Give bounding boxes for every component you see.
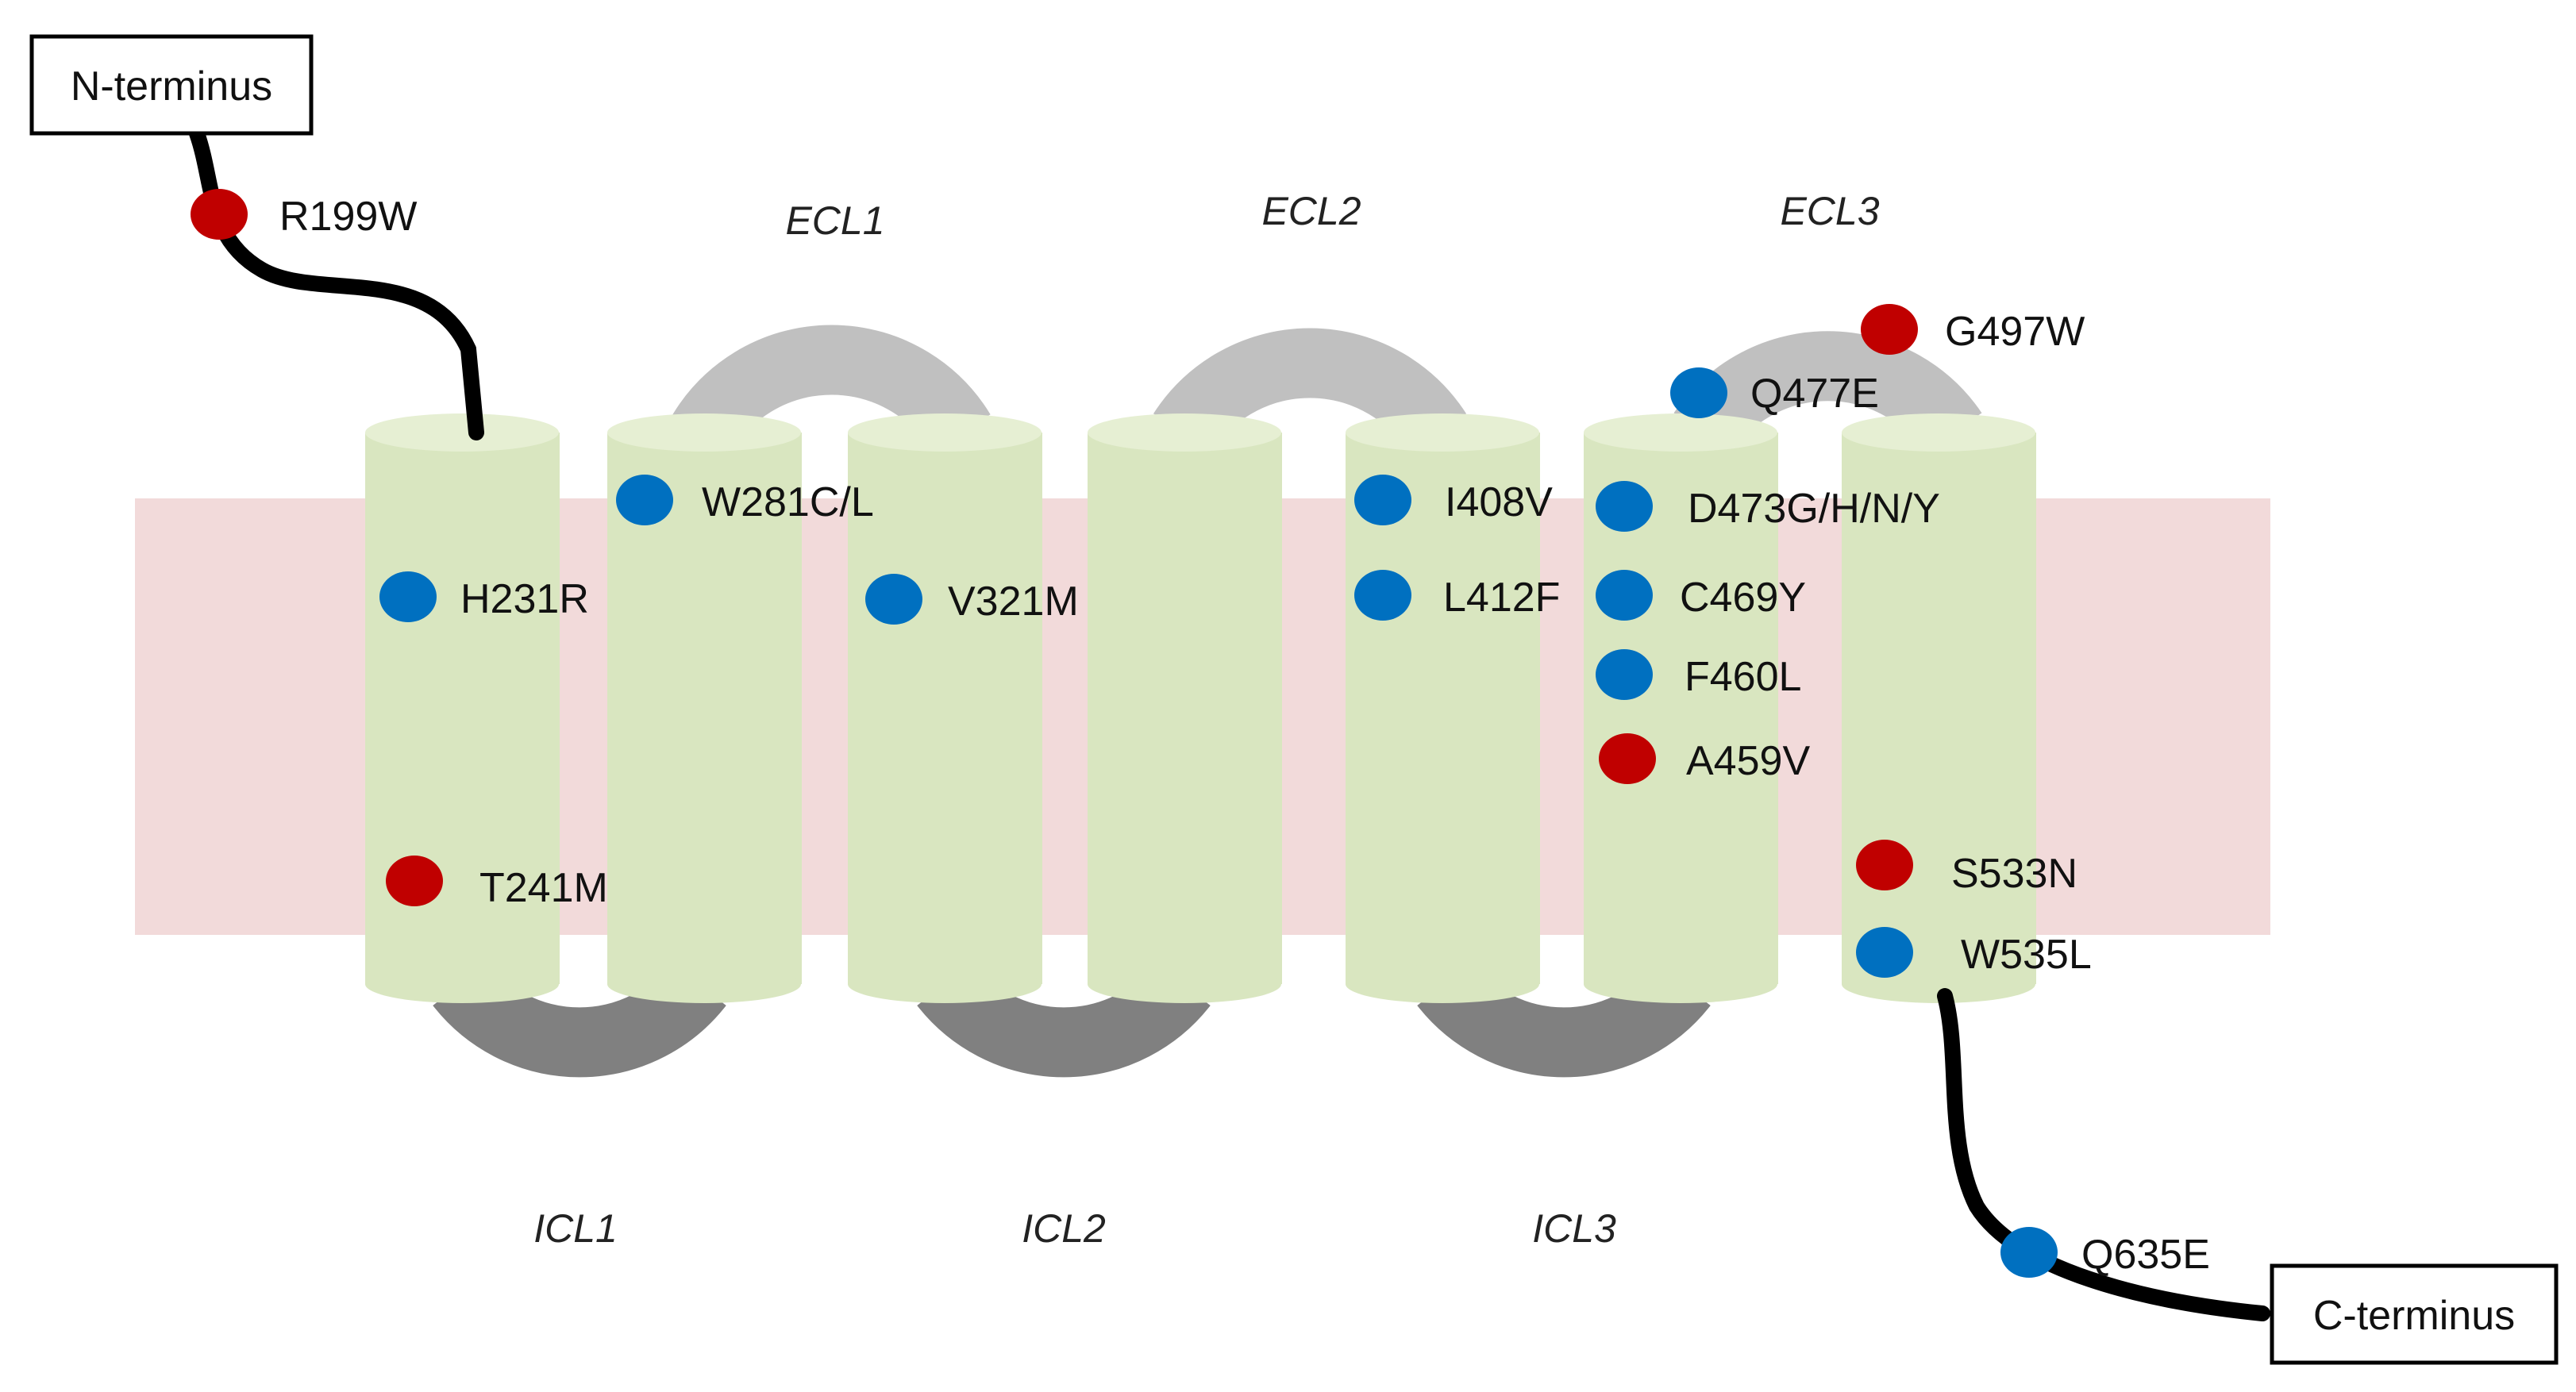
mutation-dot: [191, 189, 248, 240]
mutation-label: Q635E: [2081, 1232, 2210, 1278]
mutation-d473: D473G/H/N/Y: [1596, 481, 1940, 532]
mutation-markers: R199W H231R T241M W281C/L V321M I408V L4…: [191, 189, 2210, 1278]
n-terminus-label: N-terminus: [71, 63, 272, 110]
mutation-dot: [379, 571, 437, 622]
mutation-dot: [1596, 570, 1653, 621]
mutation-dot: [1596, 481, 1653, 532]
helix-tm3: [848, 413, 1042, 1003]
mutation-dot: [2000, 1227, 2058, 1278]
icl3-label: ICL3: [1532, 1206, 1616, 1251]
ecl3-label: ECL3: [1780, 189, 1879, 233]
n-terminus-box: N-terminus: [29, 34, 314, 136]
ecl3-loop: [1673, 331, 1982, 453]
c-terminal-tail: [1937, 988, 2270, 1321]
mutation-a459v: A459V: [1599, 733, 1810, 784]
mutation-label: R199W: [279, 194, 417, 240]
mutation-t241m: T241M: [386, 856, 608, 911]
mutation-dot: [1596, 649, 1653, 700]
mutation-dot: [1856, 927, 1913, 978]
mutation-label: C469Y: [1680, 575, 1806, 621]
mutation-label: H231R: [460, 576, 589, 622]
mutation-s533n: S533N: [1856, 840, 2077, 897]
mutation-label: V321M: [948, 579, 1079, 625]
icl1-loop: [433, 962, 726, 1078]
mutation-dot: [1354, 475, 1411, 525]
mutation-i408v: I408V: [1354, 475, 1553, 525]
ecl2-loop: [1153, 328, 1467, 452]
mutation-l412f: L412F: [1354, 570, 1560, 621]
mutation-dot: [1861, 304, 1918, 355]
mutation-v321m: V321M: [865, 574, 1079, 625]
mutation-label: L412F: [1443, 575, 1560, 621]
mutation-w281cl: W281C/L: [616, 475, 874, 525]
icl1-label: ICL1: [533, 1206, 618, 1251]
icl2-label: ICL2: [1022, 1206, 1106, 1251]
mutation-h231r: H231R: [379, 571, 589, 622]
mutation-label: G497W: [1945, 309, 2085, 355]
mutation-label: Q477E: [1750, 371, 1879, 417]
mutation-label: T241M: [479, 865, 608, 911]
ecl1-label: ECL1: [785, 198, 884, 243]
helix-tm1: [365, 413, 560, 1003]
mutation-dot: [865, 574, 922, 625]
mutation-label: I408V: [1445, 479, 1553, 525]
mutation-dot: [1670, 367, 1727, 418]
c-terminus-label: C-terminus: [2313, 1293, 2515, 1339]
mutation-label: W535L: [1961, 932, 2092, 978]
mutation-q635e: Q635E: [2000, 1227, 2210, 1278]
helix-tm4: [1088, 413, 1282, 1003]
mutation-label: D473G/H/N/Y: [1688, 486, 1940, 532]
c-terminus-box: C-terminus: [2270, 1263, 2559, 1365]
ecl2-label: ECL2: [1261, 189, 1361, 233]
mutation-label: W281C/L: [702, 479, 874, 525]
mutation-label: S533N: [1951, 851, 2077, 897]
mutation-label: F460L: [1685, 654, 1801, 700]
mutation-f460l: F460L: [1596, 649, 1801, 700]
mutation-dot: [1599, 733, 1656, 784]
mutation-c469y: C469Y: [1596, 570, 1806, 621]
mutation-label: A459V: [1686, 738, 1810, 784]
mutation-q477e: Q477E: [1670, 367, 1879, 418]
mutation-dot: [1354, 570, 1411, 621]
mutation-dot: [616, 475, 673, 525]
mutation-g497w: G497W: [1861, 304, 2085, 355]
ecl1-loop: [672, 325, 991, 452]
n-terminal-tail: [189, 125, 484, 440]
mutation-w535l: W535L: [1856, 927, 2092, 978]
icl2-loop: [917, 962, 1211, 1078]
mutation-dot: [1856, 840, 1913, 890]
mutation-r199w: R199W: [191, 189, 417, 240]
icl3-loop: [1417, 962, 1711, 1078]
mutation-dot: [386, 856, 443, 906]
